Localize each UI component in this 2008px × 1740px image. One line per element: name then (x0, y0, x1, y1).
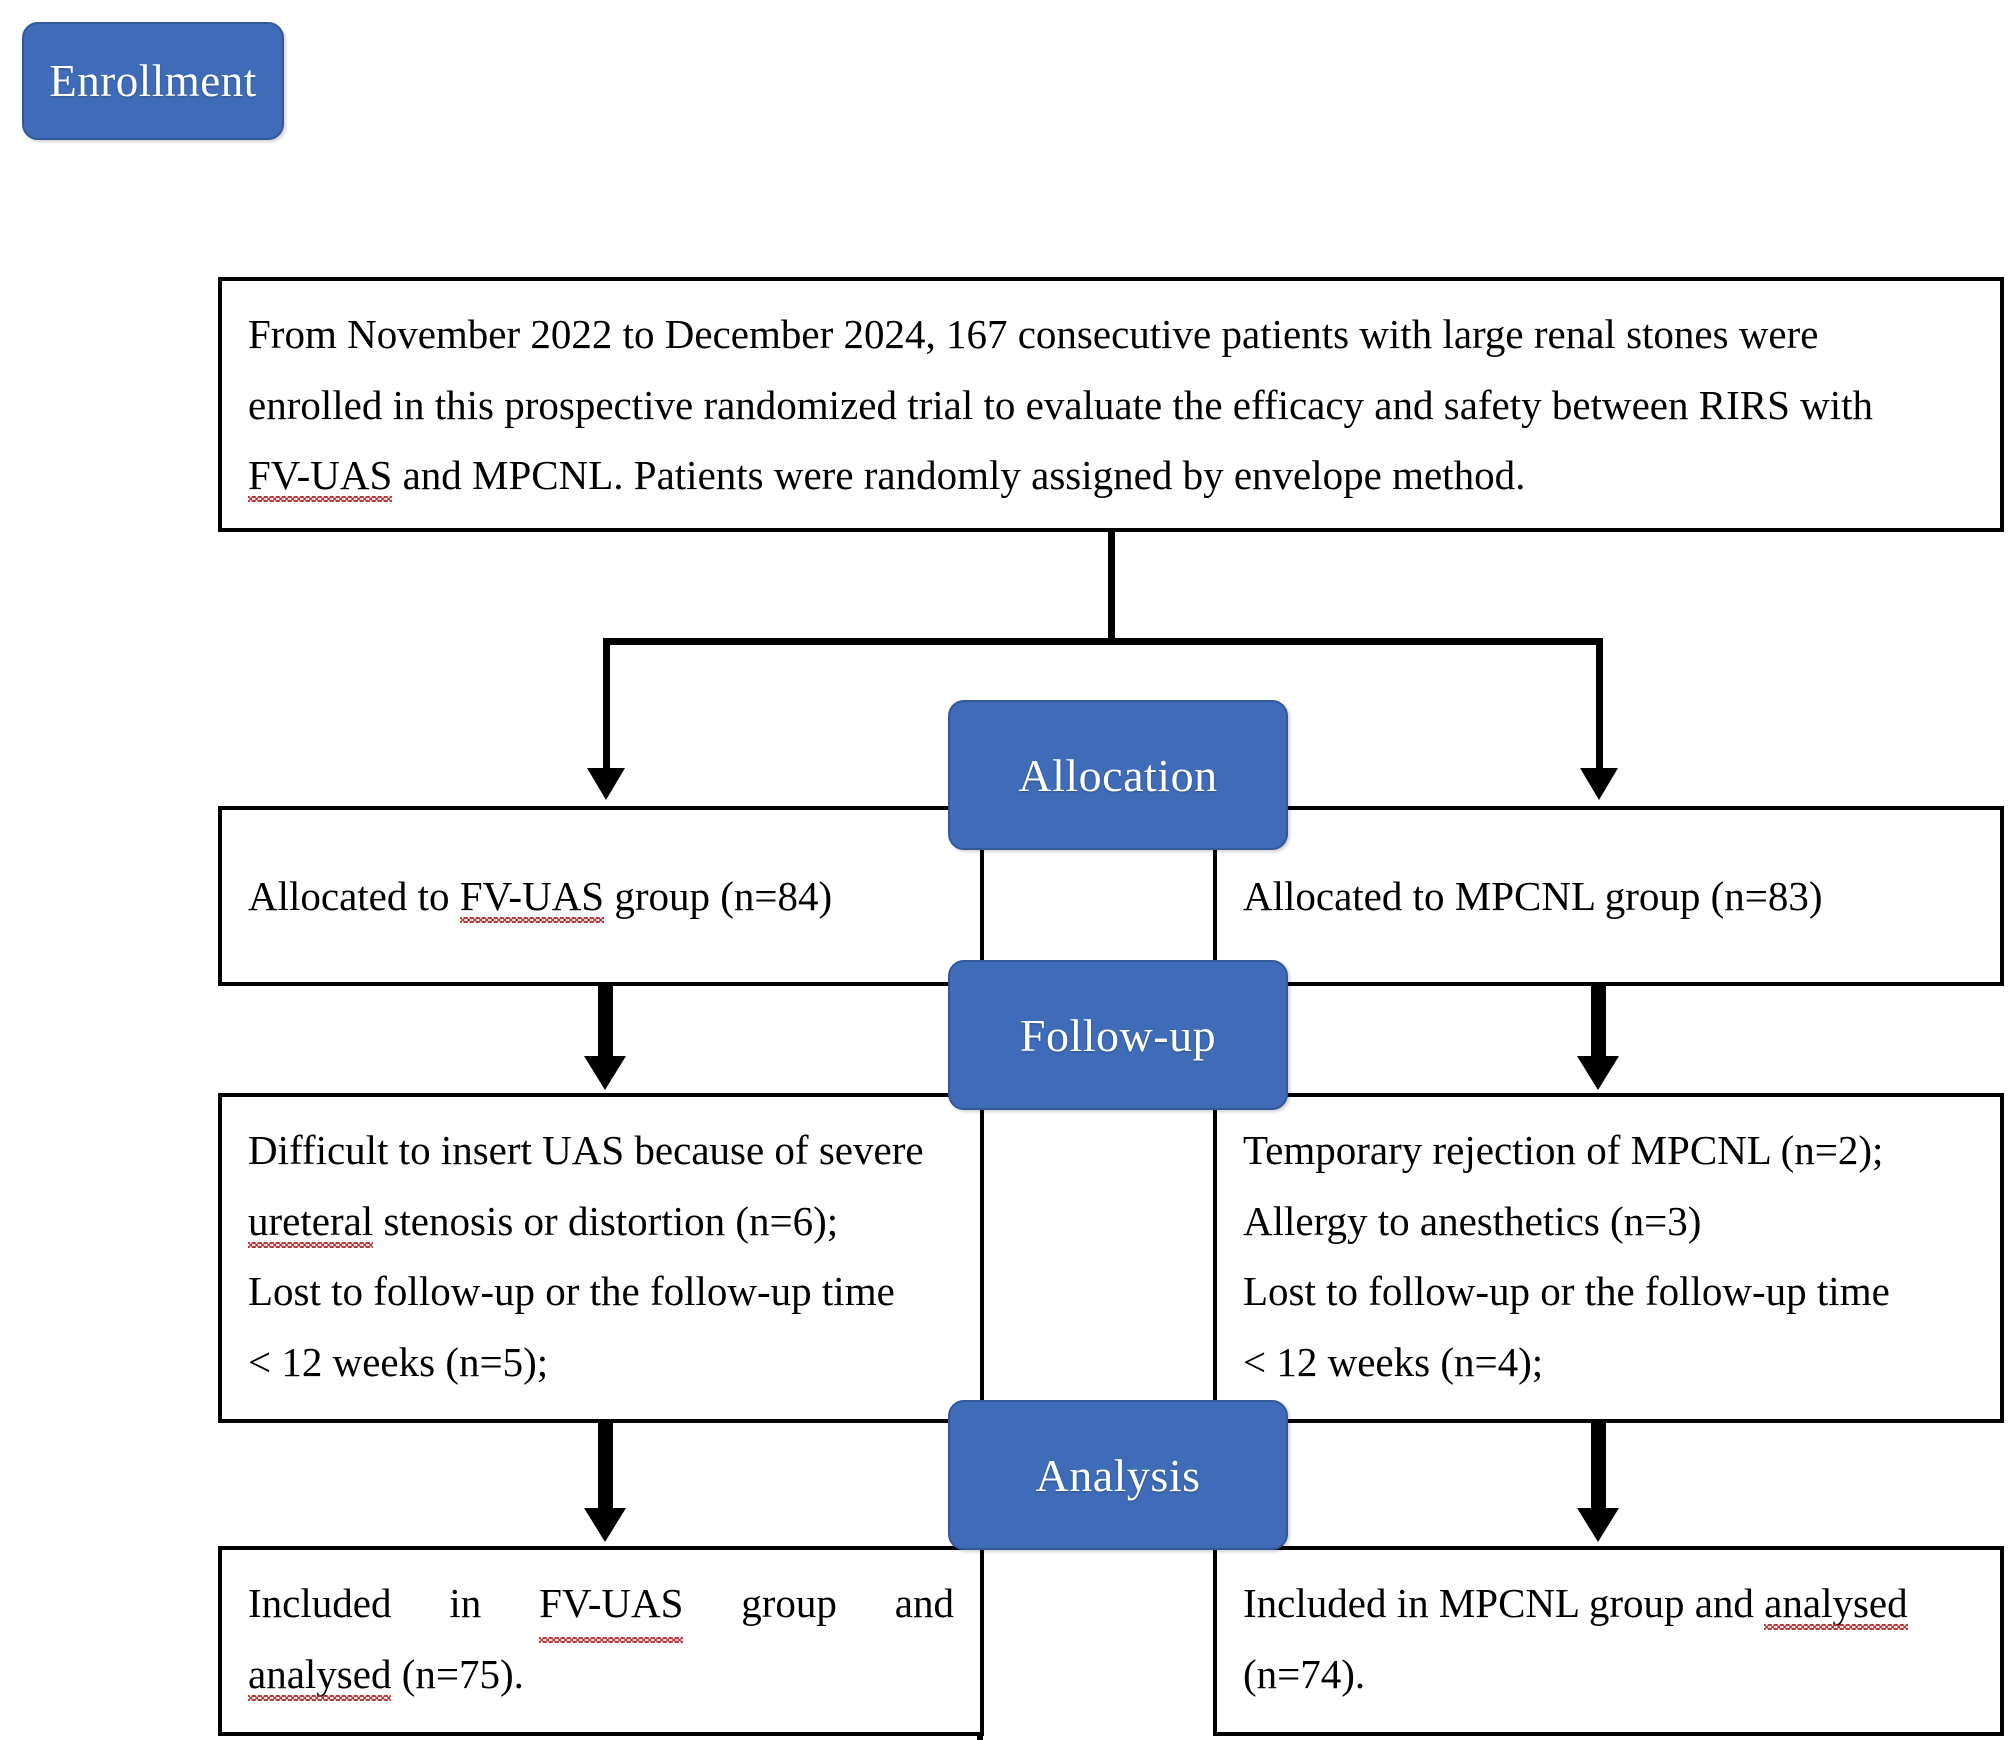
enrollment-line-2: enrolled in this prospective randomized … (248, 381, 1874, 428)
allocation-right-box: Allocated to MPCNL group (n=83) (1213, 806, 2004, 986)
term-fv-uas: FV-UAS (459, 872, 605, 919)
allocation-left-box: Allocated to FV-UAS group (n=84) (218, 806, 984, 986)
analysis-left-text: Included in FV-UAS group and analysed (n… (222, 1550, 980, 1719)
term-fv-uas: FV-UAS (539, 1568, 684, 1643)
stage-label-analysis: Analysis (948, 1400, 1288, 1550)
analysis-left-line-1: Included in FV-UAS group and (248, 1568, 954, 1643)
arrow-split-right (1580, 768, 1618, 800)
connector-split-right-arm (1596, 638, 1603, 773)
allocation-left-suffix: group (n=84) (604, 872, 833, 919)
term-ureteral: ureteral (248, 1197, 374, 1244)
stage-label-enrollment: Enrollment (22, 22, 284, 140)
term-analysed: analysed (1764, 1580, 1908, 1626)
connector-split-bar (603, 638, 1603, 645)
stage-label-enrollment-text: Enrollment (49, 56, 257, 106)
connector-split-left-arm (603, 638, 610, 773)
stage-label-followup: Follow-up (948, 960, 1288, 1110)
analysis-left-line-2: analysed (n=75). (248, 1639, 954, 1710)
analysis-left-word-4: and (894, 1580, 954, 1626)
stage-label-allocation-text: Allocation (1018, 749, 1218, 801)
connector-alloc-to-fu-left (598, 986, 613, 1061)
analysis-left-box: Included in FV-UAS group and analysed (n… (218, 1546, 984, 1736)
followup-right-text: Temporary rejection of MPCNL (n=2); Alle… (1217, 1097, 2000, 1407)
enrollment-description-box: From November 2022 to December 2024, 167… (218, 277, 2004, 532)
followup-left-line-4: < 12 weeks (n=5); (248, 1338, 549, 1385)
analysis-left-word-1: Included (248, 1580, 392, 1626)
term-analysed: analysed (248, 1650, 392, 1697)
enrollment-line-1: From November 2022 to December 2024, 167… (248, 311, 1819, 357)
allocation-left-prefix: Allocated to (248, 872, 460, 919)
arrow-alloc-to-fu-right (1577, 1056, 1619, 1090)
enrollment-line-3: FV-UAS and MPCNL. Patients were randomly… (248, 440, 1974, 511)
connector-alloc-to-fu-right (1591, 986, 1606, 1061)
allocation-left-text: Allocated to FV-UAS group (n=84) (222, 861, 980, 932)
term-fv-uas: FV-UAS (248, 452, 393, 499)
enrollment-description-text: From November 2022 to December 2024, 167… (222, 281, 2000, 521)
followup-right-line-1: Temporary rejection of MPCNL (n=2); (1243, 1127, 1884, 1173)
arrow-split-left (587, 768, 625, 800)
connector-fu-to-analysis-left (598, 1423, 613, 1513)
analysis-right-text: Included in MPCNL group and analysed (n=… (1217, 1550, 2000, 1719)
arrow-alloc-to-fu-left (584, 1056, 626, 1090)
followup-left-line-2-rest: stenosis or distortion (n=6); (373, 1197, 839, 1244)
stage-label-analysis-text: Analysis (1035, 1449, 1201, 1501)
analysis-left-line-2-rest: (n=75). (391, 1650, 524, 1697)
connector-fu-to-analysis-right (1591, 1423, 1606, 1513)
followup-right-line-4: < 12 weeks (n=4); (1243, 1338, 1544, 1385)
followup-left-text: Difficult to insert UAS because of sever… (222, 1097, 980, 1407)
stage-label-allocation: Allocation (948, 700, 1288, 850)
analysis-right-box: Included in MPCNL group and analysed (n=… (1213, 1546, 2004, 1736)
followup-left-box: Difficult to insert UAS because of sever… (218, 1093, 984, 1423)
followup-right-line-2: Allergy to anesthetics (n=3) (1243, 1197, 1702, 1244)
allocation-right-text: Allocated to MPCNL group (n=83) (1243, 872, 1823, 919)
analysis-left-word-3: group (741, 1580, 837, 1626)
followup-left-line-3: Lost to follow-up or the follow-up time (248, 1268, 895, 1315)
analysis-right-line-2: (n=74). (1243, 1650, 1366, 1697)
arrow-fu-to-analysis-right (1577, 1508, 1619, 1542)
enrollment-line-3-rest: and MPCNL. Patients were randomly assign… (392, 452, 1526, 499)
analysis-right-line-1: Included in MPCNL group and analysed (1243, 1568, 1974, 1639)
analysis-right-line-1-head: Included in MPCNL group and (1243, 1580, 1765, 1626)
followup-right-box: Temporary rejection of MPCNL (n=2); Alle… (1213, 1093, 2004, 1423)
followup-left-line-1: Difficult to insert UAS because of sever… (248, 1127, 924, 1173)
connector-enrollment-stem (1108, 532, 1115, 642)
arrow-fu-to-analysis-left (584, 1508, 626, 1542)
followup-left-line-2: ureteral stenosis or distortion (n=6); (248, 1186, 954, 1257)
analysis-left-word-2: in (449, 1580, 482, 1626)
stage-label-followup-text: Follow-up (1019, 1009, 1217, 1061)
followup-right-line-3: Lost to follow-up or the follow-up time (1243, 1268, 1890, 1315)
